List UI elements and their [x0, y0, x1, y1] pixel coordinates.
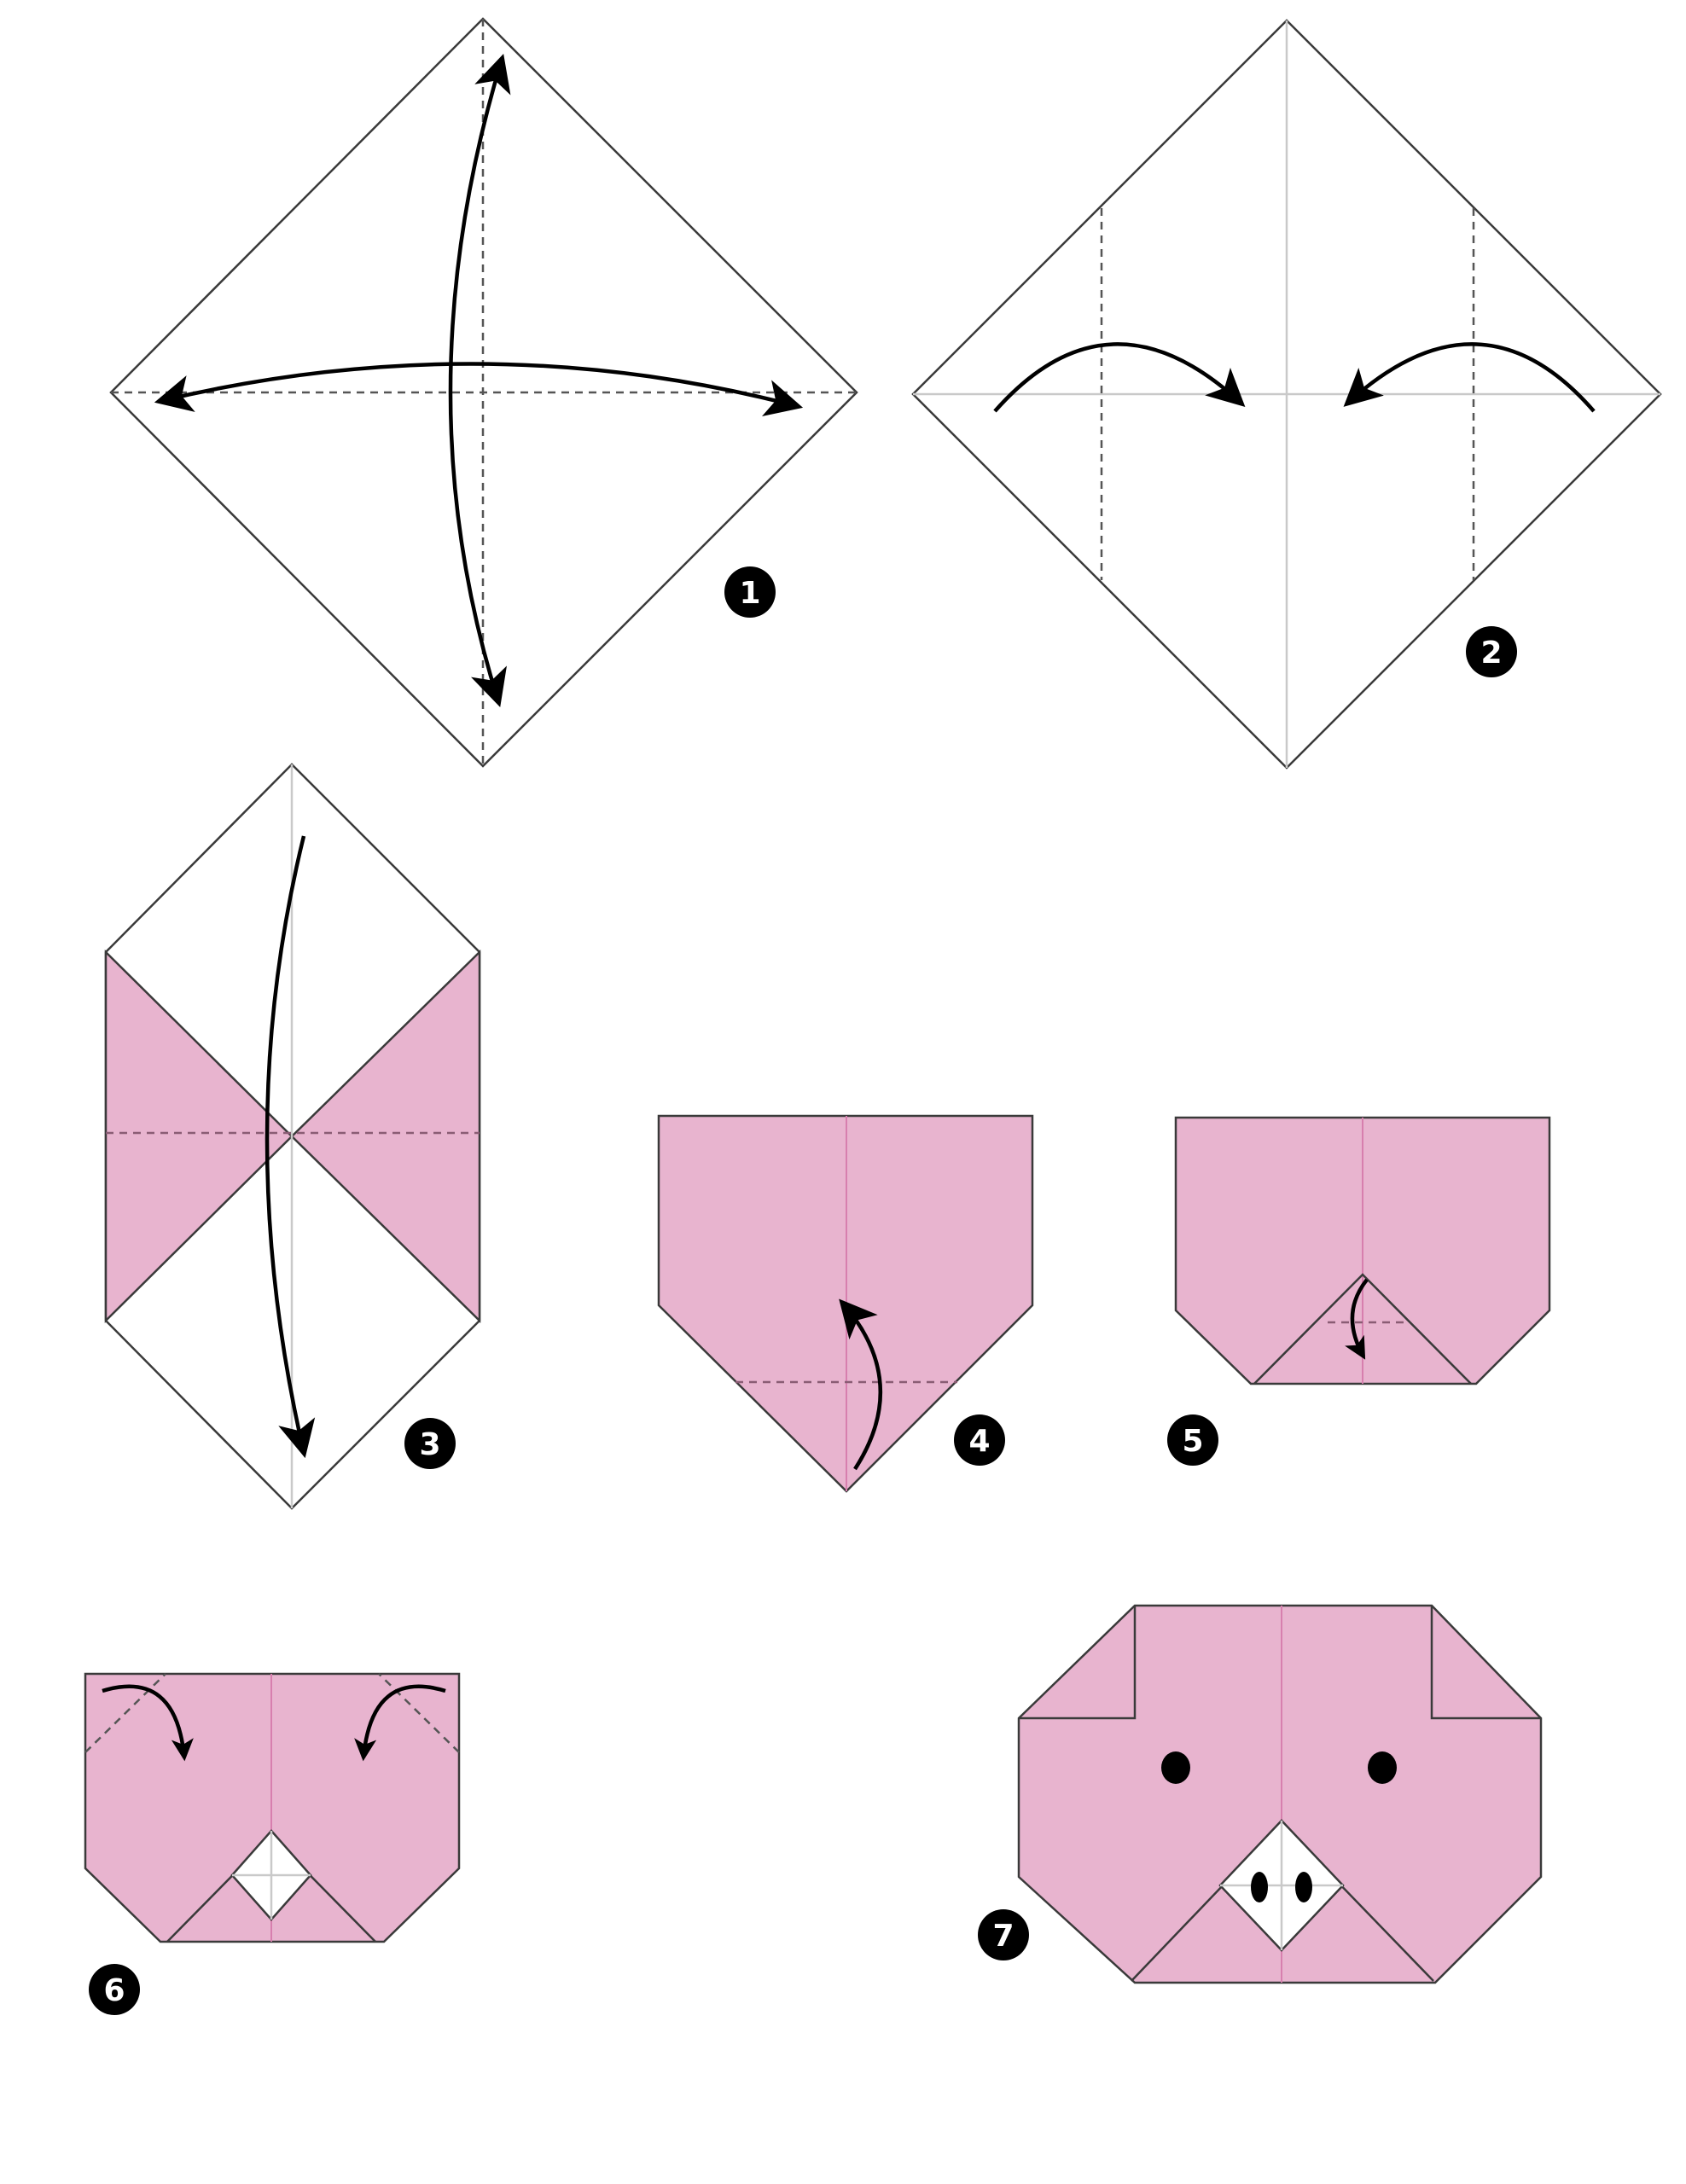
step-1: 1	[109, 17, 858, 768]
fold-arrow-icon	[1343, 342, 1596, 413]
fold-arrow-icon	[993, 342, 1246, 413]
step-number-badge	[978, 1909, 1029, 1960]
right-ear-fold-line	[378, 1673, 460, 1753]
step-number: 2	[1480, 636, 1502, 671]
step-number-badge	[404, 1418, 456, 1469]
step-number-badge	[1167, 1414, 1218, 1466]
step-2: 2	[911, 19, 1662, 770]
fold-arrow-icon	[1345, 1278, 1369, 1360]
left-nostril	[1251, 1872, 1268, 1902]
step-number: 6	[103, 1973, 125, 2008]
step-7: 7	[978, 1604, 1543, 1984]
nose-flap-edges	[1253, 1273, 1472, 1385]
right-eye	[1368, 1751, 1397, 1784]
fold-arrow-icon	[354, 1684, 446, 1762]
left-ear-flap	[1019, 1606, 1137, 1720]
right-ear-flap	[1430, 1606, 1541, 1720]
pig-face	[1017, 1604, 1543, 1984]
step-number: 7	[992, 1919, 1014, 1954]
step-3: 3	[104, 763, 481, 1510]
step-5: 5	[1167, 1116, 1551, 1466]
step-number-badge	[724, 566, 776, 618]
fold-arrow-icon	[154, 362, 804, 417]
step-4: 4	[657, 1114, 1034, 1493]
step-number: 5	[1182, 1424, 1203, 1459]
step-number: 4	[968, 1424, 990, 1459]
fold-arrow-icon	[265, 835, 316, 1459]
left-eye	[1161, 1751, 1190, 1784]
pink-right-triangle	[290, 950, 481, 1323]
pink-left-triangle	[104, 950, 294, 1323]
left-ear-fold-line	[84, 1673, 166, 1753]
fold-arrow-icon	[102, 1684, 194, 1762]
step-number: 1	[739, 576, 760, 611]
step-number: 3	[419, 1427, 440, 1462]
step-number-badge	[954, 1414, 1005, 1466]
fold-arrow-icon	[839, 1298, 883, 1471]
step-number-badge	[1466, 626, 1517, 677]
step-6: 6	[84, 1672, 461, 2015]
step-number-badge	[89, 1964, 140, 2015]
right-nostril	[1295, 1872, 1312, 1902]
